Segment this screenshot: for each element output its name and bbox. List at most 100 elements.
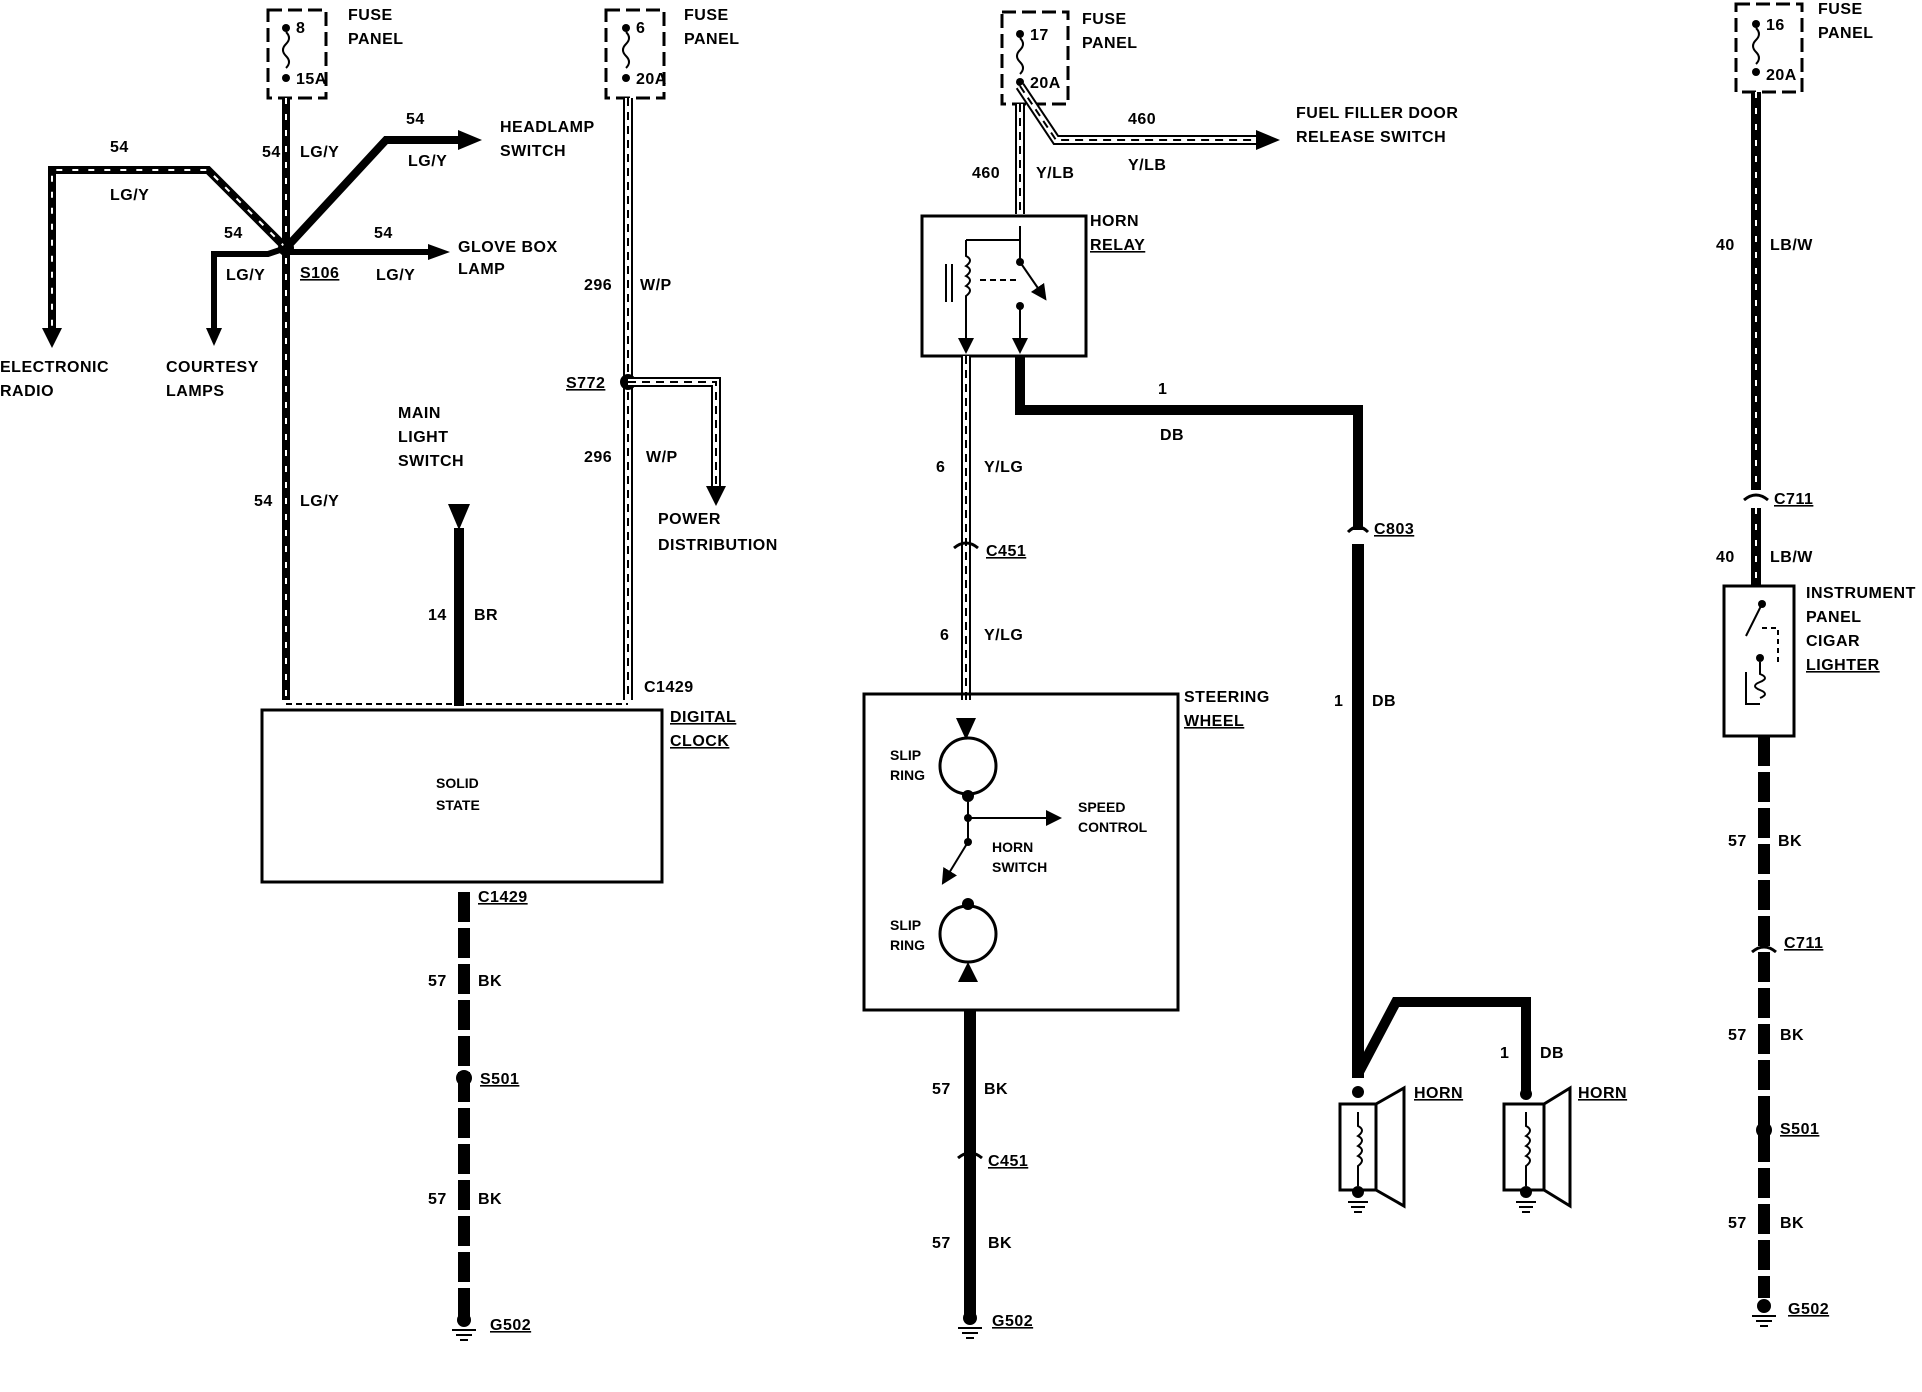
fuse-17: 17 20A [1000,10,1070,106]
relay-out-wire-number: 1 [1158,381,1167,398]
fuse-panel-label-3a: FUSE [1082,11,1127,28]
connector-c451-bottom: C451 [988,1153,1028,1170]
fuse-panel-label-4b: PANEL [1818,25,1874,42]
connector-c1429-bottom: C1429 [478,889,528,906]
digital-clock-label-1: DIGITAL [670,709,736,726]
main-wire-color-top: LG/Y [300,144,339,161]
fuel-wire-number: 460 [1128,111,1156,128]
speed-control-label-2: CONTROL [1078,819,1148,835]
fuse-16: 16 20A [1734,2,1804,94]
horn-2 [1502,1085,1572,1213]
electronic-radio-label-2: RADIO [0,383,54,400]
lighter-wire-number-1: 40 [1716,237,1735,254]
relay-internals [945,226,1047,354]
speed-control-label-1: SPEED [1078,799,1125,815]
main-light-switch-label-3: SWITCH [398,453,464,470]
steering-wheel-box [862,692,1180,1012]
radio-wire-color: LG/Y [110,187,149,204]
splice-s501-lighter [1756,1122,1772,1138]
fuse-6: 6 20A [604,8,667,100]
fuse-8: 8 15A [266,8,328,100]
yl-wire-number-2: 6 [940,627,949,644]
courtesy-wire-color: LG/Y [226,267,265,284]
lighter-wire-color-2: LB/W [1770,549,1813,566]
clock-gnd-wire-number-1: 57 [428,973,447,990]
relay-feed-wire-number: 460 [972,165,1000,182]
lighter-internals [1745,600,1779,705]
horn2-wire-number: 1 [1500,1045,1509,1062]
horn-feed-wire-number: 1 [1334,693,1343,710]
steering-internals [938,718,1062,982]
slip-ring-top-1: SLIP [890,747,921,763]
horn-feed-wire-color: DB [1372,693,1396,710]
connector-c803: C803 [1374,521,1414,538]
main-wire-number-top: 54 [262,144,281,161]
fuse-6-rating: 20A [636,71,667,88]
horn-switch-label-2: SWITCH [992,859,1047,875]
clock-gnd-wire-color-2: BK [478,1191,502,1208]
ground-symbol-horn [958,1311,982,1339]
clock-splice-s501: S501 [480,1071,519,1088]
slip-ring-top-2: RING [890,767,925,783]
splice-s772-label: S772 [566,375,605,392]
clock-gnd-wire-number-2: 57 [428,1191,447,1208]
horn-1-label: HORN [1414,1085,1463,1102]
fuse-8-rating: 15A [296,71,327,88]
solid-state-label-2: STATE [436,797,480,813]
fuel-filler-label-1: FUEL FILLER DOOR [1296,105,1458,122]
horn-gnd-wire-color-1: BK [984,1081,1008,1098]
horn-circuit: 17 20A FUSE PANEL 460 Y/LB 460 Y/LB FUEL… [862,10,1627,1339]
main-wire-color-bottom: LG/Y [300,493,339,510]
lighter-gnd-wire-color-1: BK [1778,833,1802,850]
lighter-gnd-wire-color-3: BK [1780,1215,1804,1232]
splice-s501-clock [456,1070,472,1086]
lighter-gnd-wire-number-3: 57 [1728,1215,1747,1232]
yl-wire-color-1: Y/LG [984,459,1023,476]
fuel-filler-label-2: RELEASE SWITCH [1296,129,1446,146]
horn2-wire-color: DB [1540,1045,1564,1062]
lighter-label-2: PANEL [1806,609,1862,626]
solid-state-label-1: SOLID [436,775,479,791]
lighter-ground-g502: G502 [1788,1301,1829,1318]
fuse-16-rating: 20A [1766,67,1797,84]
horn-1 [1338,1085,1406,1213]
wp-wire-color-top: W/P [640,277,672,294]
fuse-16-number: 16 [1766,17,1785,34]
glovebox-wire-number: 54 [374,225,393,242]
br-wire-color: BR [474,607,498,624]
fuse-panel-label-3b: PANEL [1082,35,1138,52]
fuse-6-number: 6 [636,20,645,37]
horn-gnd-wire-color-2: BK [988,1235,1012,1252]
wp-wire-color-bottom: W/P [646,449,678,466]
horn-relay-label-1: HORN [1090,213,1139,230]
clock-ground-g502: G502 [490,1317,531,1334]
horn-relay-label-2: RELAY [1090,237,1145,254]
connector-c711-bottom: C711 [1784,935,1823,952]
wp-wire-number-bottom: 296 [584,449,612,466]
fuse-17-number: 17 [1030,27,1049,44]
fuse-panel-label-2a: FUSE [684,7,729,24]
headlamp-switch-label-1: HEADLAMP [500,119,595,136]
headlamp-wire-color: LG/Y [408,153,447,170]
fuse-panel-label-2b: PANEL [684,31,740,48]
relay-out-wire-color: DB [1160,427,1184,444]
br-wire-number: 14 [428,607,447,624]
steering-wheel-label-1: STEERING [1184,689,1270,706]
relay-feed-wire-color: Y/LB [1036,165,1074,182]
lighter-gnd-wire-number-2: 57 [1728,1027,1747,1044]
fuse-panel-label-1b: PANEL [348,31,404,48]
glove-box-lamp-label-2: LAMP [458,261,505,278]
lighter-gnd-wire-color-2: BK [1780,1027,1804,1044]
main-light-switch-label-1: MAIN [398,405,441,422]
courtesy-lamps-label-1: COURTESY [166,359,259,376]
yl-wire-color-2: Y/LG [984,627,1023,644]
fuel-wire-color: Y/LB [1128,157,1166,174]
glove-box-lamp-label-1: GLOVE BOX [458,239,558,256]
lighter-label-4: LIGHTER [1806,657,1880,674]
main-wire-number-bottom: 54 [254,493,273,510]
horn-2-label: HORN [1578,1085,1627,1102]
wp-wire-number-top: 296 [584,277,612,294]
ground-symbol-clock [452,1313,476,1341]
connector-c1429-top: C1429 [644,679,694,696]
